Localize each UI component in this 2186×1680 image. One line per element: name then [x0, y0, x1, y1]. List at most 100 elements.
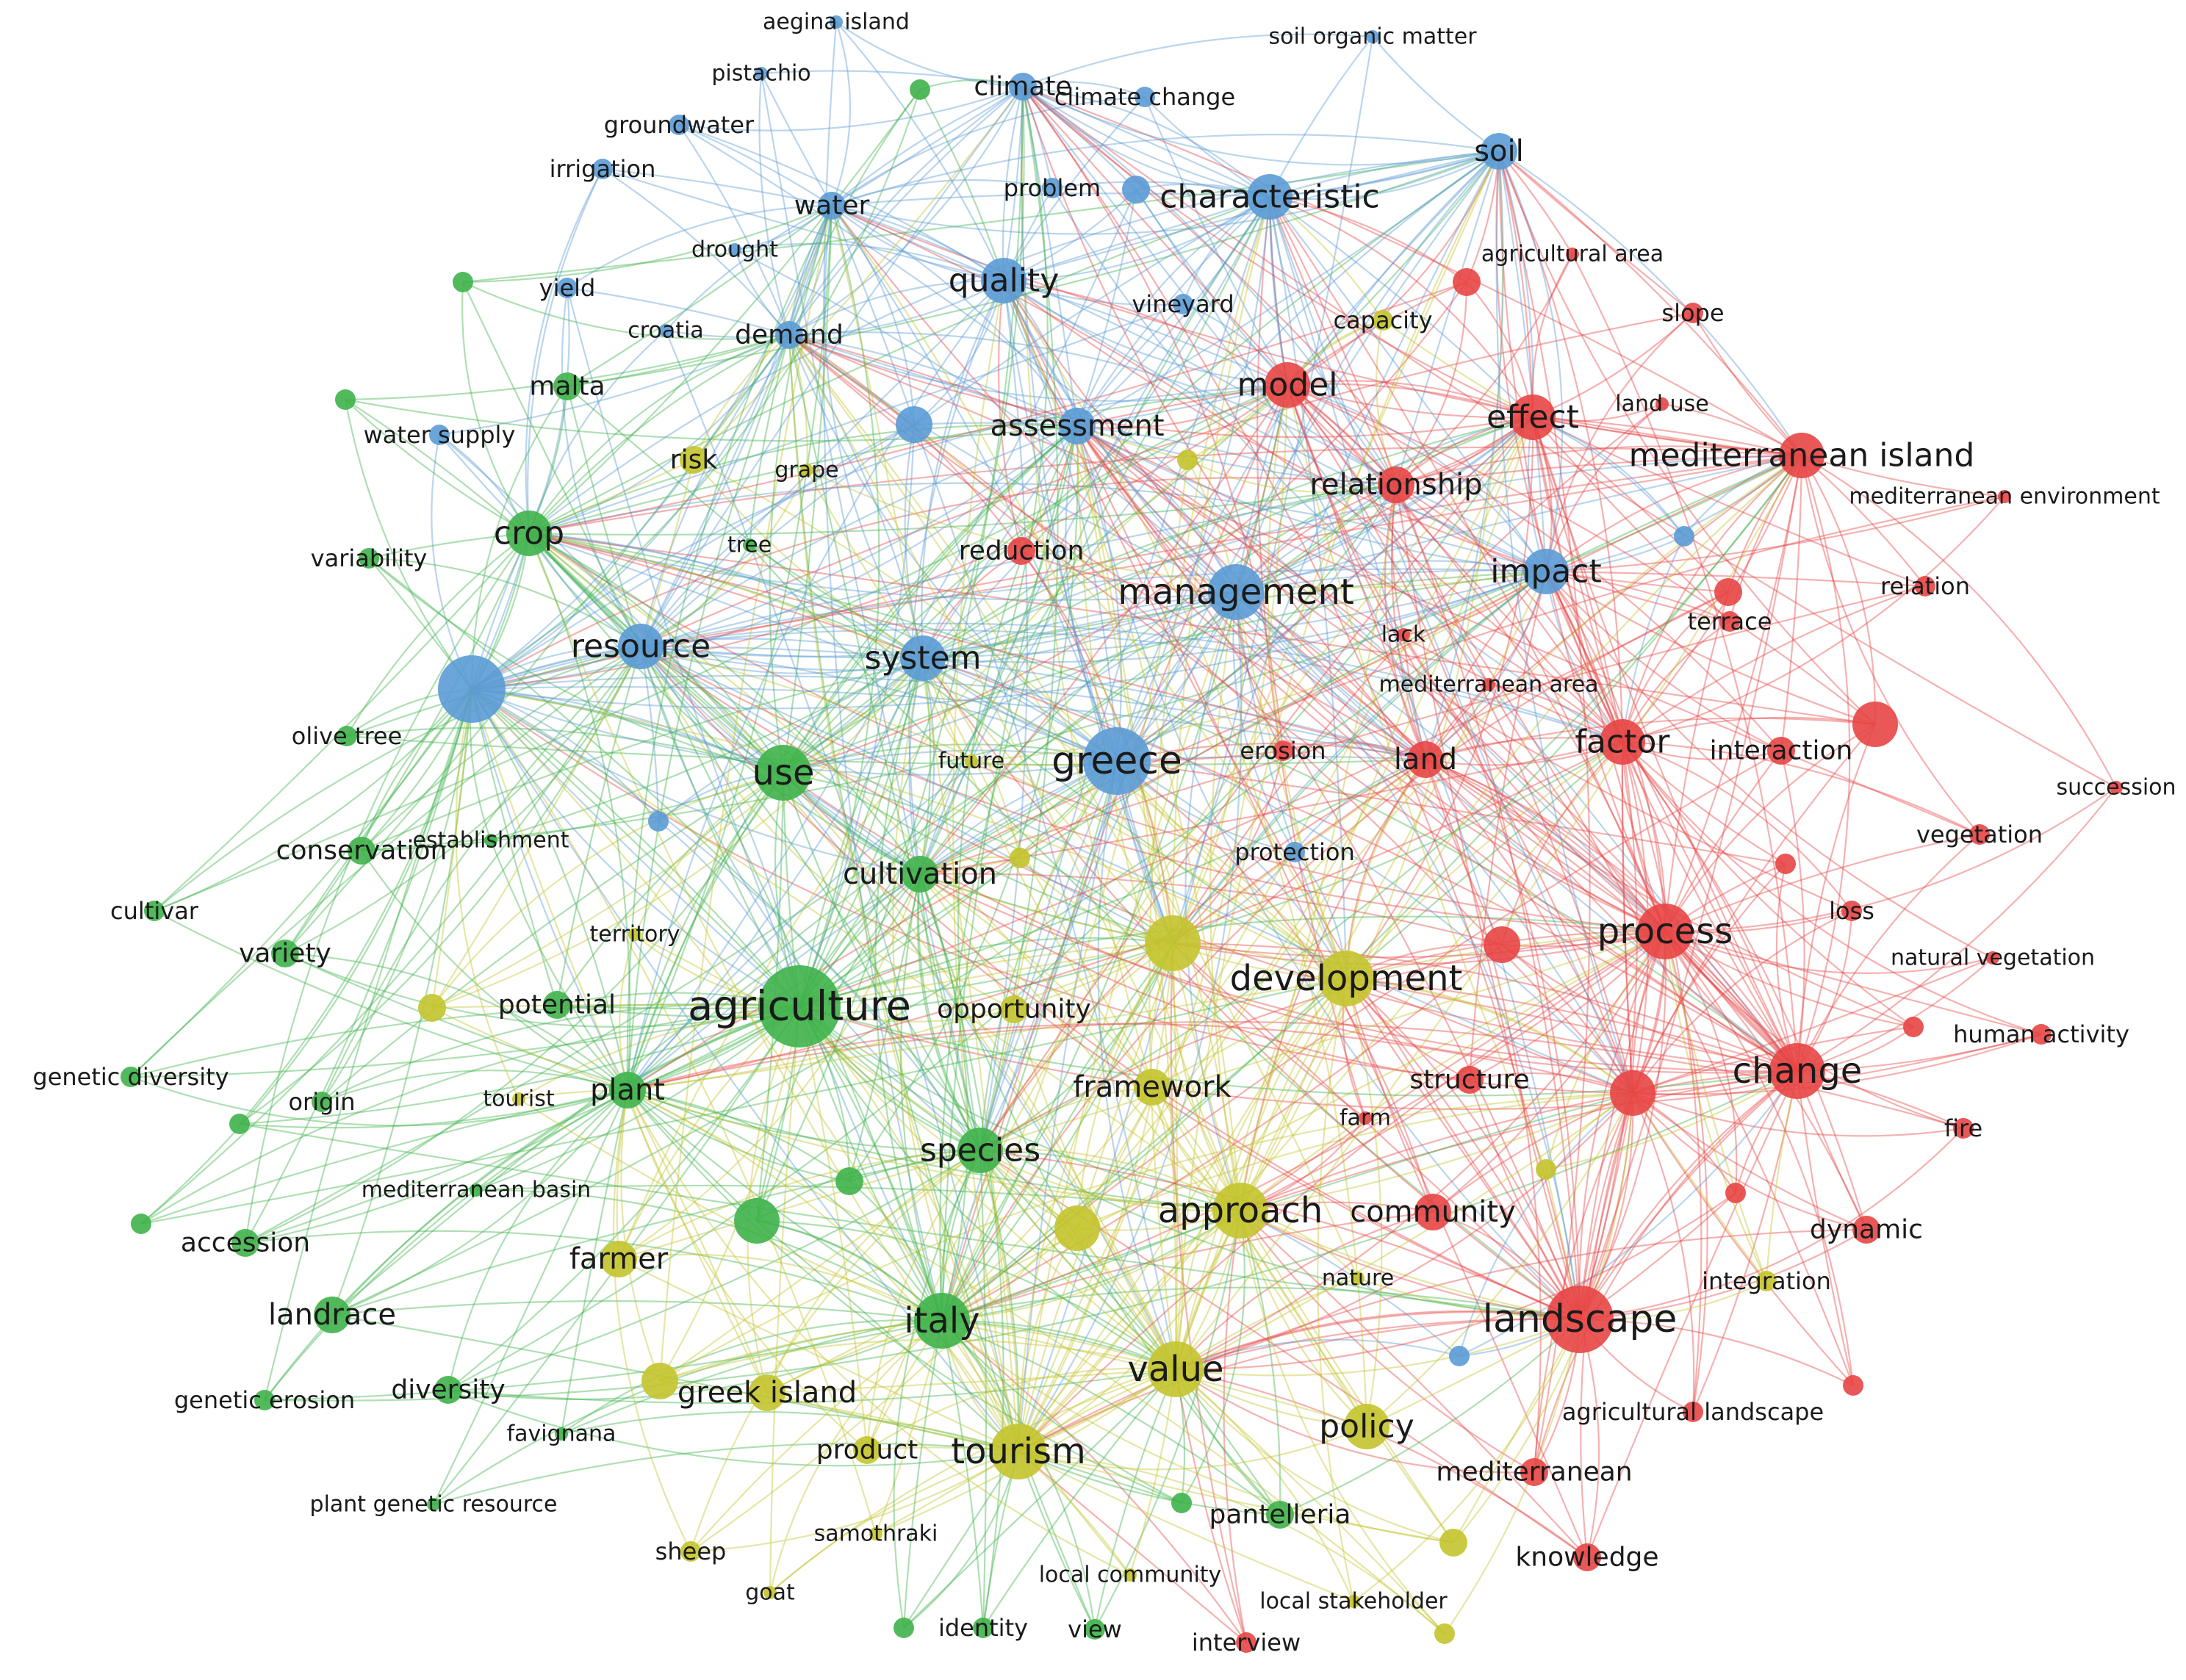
- node-u-r3[interactable]: [1484, 926, 1520, 963]
- node-crop[interactable]: [506, 511, 552, 556]
- node-model[interactable]: [1265, 362, 1310, 408]
- node-u-y4[interactable]: [418, 994, 446, 1022]
- node-mediterranean-environment[interactable]: [1998, 490, 2011, 503]
- node-u-y1[interactable]: [1145, 915, 1201, 971]
- node-greek-island[interactable]: [749, 1374, 785, 1411]
- node-erosion[interactable]: [1273, 740, 1293, 761]
- node-u-g5[interactable]: [131, 1214, 151, 1234]
- node-u-y9[interactable]: [1434, 1623, 1455, 1644]
- node-slope[interactable]: [1683, 303, 1703, 323]
- node-u-r1[interactable]: [1610, 1070, 1655, 1116]
- node-u-y7[interactable]: [1010, 848, 1030, 868]
- node-drought[interactable]: [728, 243, 741, 256]
- node-mediterranean-basin[interactable]: [470, 1183, 483, 1197]
- node-management[interactable]: [1208, 564, 1264, 620]
- node-vineyard[interactable]: [1173, 294, 1193, 314]
- node-olive-tree[interactable]: [337, 726, 357, 746]
- node-pantelleria[interactable]: [1266, 1501, 1294, 1529]
- node-human-activity[interactable]: [2031, 1024, 2052, 1045]
- node-system[interactable]: [900, 635, 946, 681]
- node-landrace[interactable]: [314, 1297, 350, 1333]
- node-tourism[interactable]: [990, 1424, 1046, 1479]
- node-u-g9[interactable]: [894, 1618, 914, 1638]
- node-u-b5[interactable]: [648, 811, 669, 832]
- node-malta[interactable]: [553, 372, 581, 400]
- node-variability[interactable]: [359, 548, 379, 569]
- node-local-stakeholder[interactable]: [1347, 1595, 1360, 1608]
- node-demand[interactable]: [775, 321, 803, 349]
- node-succession[interactable]: [2110, 781, 2123, 794]
- node-genetic-diversity[interactable]: [121, 1067, 141, 1087]
- node-problem[interactable]: [1042, 178, 1063, 198]
- node-samothraki[interactable]: [869, 1527, 882, 1540]
- node-u-g8[interactable]: [1171, 1493, 1192, 1513]
- node-mediterranean-island[interactable]: [1779, 433, 1824, 478]
- node-u-r2[interactable]: [1852, 702, 1898, 747]
- node-u-r4[interactable]: [1453, 268, 1481, 296]
- node-impact[interactable]: [1523, 549, 1569, 594]
- node-climate-change[interactable]: [1135, 87, 1155, 107]
- node-goat[interactable]: [763, 1586, 777, 1599]
- node-lack[interactable]: [1397, 628, 1410, 641]
- node-value[interactable]: [1148, 1341, 1204, 1397]
- node-mediterranean-area[interactable]: [1482, 678, 1495, 691]
- node-vegetation[interactable]: [1969, 824, 1990, 845]
- node-yield[interactable]: [557, 278, 578, 298]
- node-u-b3[interactable]: [1122, 176, 1150, 203]
- node-policy[interactable]: [1344, 1404, 1389, 1449]
- node-u-g1[interactable]: [910, 79, 930, 100]
- node-groundwater[interactable]: [669, 115, 689, 135]
- node-future[interactable]: [965, 754, 978, 768]
- node-nature[interactable]: [1351, 1272, 1365, 1285]
- node-resource[interactable]: [618, 624, 664, 669]
- node-interaction[interactable]: [1767, 737, 1795, 765]
- node-u-y6[interactable]: [1177, 450, 1198, 470]
- node-reduction[interactable]: [1007, 537, 1035, 565]
- node-species[interactable]: [957, 1128, 1003, 1173]
- node-mediterranean[interactable]: [1520, 1458, 1548, 1486]
- node-change[interactable]: [1769, 1043, 1825, 1099]
- node-community[interactable]: [1414, 1194, 1451, 1230]
- node-integration[interactable]: [1756, 1271, 1777, 1291]
- node-assessment[interactable]: [1059, 408, 1096, 444]
- node-u-b4[interactable]: [1674, 526, 1694, 547]
- node-greece[interactable]: [1083, 727, 1151, 795]
- node-farm[interactable]: [1359, 1111, 1372, 1125]
- node-italy[interactable]: [914, 1293, 970, 1349]
- node-risk[interactable]: [680, 446, 708, 474]
- node-u-b2[interactable]: [896, 406, 932, 443]
- node-plant-genetic-resource[interactable]: [427, 1498, 440, 1511]
- node-cultivar[interactable]: [144, 901, 165, 921]
- node-product[interactable]: [853, 1436, 881, 1464]
- node-genetic-erosion[interactable]: [254, 1390, 275, 1410]
- node-characteristic[interactable]: [1247, 174, 1292, 220]
- node-u-g3[interactable]: [335, 389, 356, 410]
- node-interview[interactable]: [1236, 1632, 1256, 1653]
- node-development[interactable]: [1318, 951, 1374, 1006]
- node-grape[interactable]: [800, 464, 813, 477]
- node-farmer[interactable]: [600, 1241, 637, 1277]
- node-factor[interactable]: [1600, 719, 1645, 765]
- node-u-y5[interactable]: [1439, 1529, 1467, 1557]
- node-opportunity[interactable]: [1000, 995, 1028, 1023]
- node-potential[interactable]: [543, 991, 571, 1019]
- node-u-b6[interactable]: [1449, 1346, 1470, 1366]
- node-conservation[interactable]: [348, 837, 375, 865]
- node-u-y3[interactable]: [641, 1363, 678, 1399]
- node-agricultural-area[interactable]: [1566, 248, 1579, 261]
- node-u-b1[interactable]: [438, 655, 506, 723]
- node-terrace[interactable]: [1719, 611, 1740, 632]
- node-diversity[interactable]: [434, 1376, 462, 1404]
- node-pistachio[interactable]: [755, 67, 768, 80]
- node-loss[interactable]: [1841, 901, 1862, 921]
- node-process[interactable]: [1637, 904, 1693, 959]
- node-agricultural-landscape[interactable]: [1683, 1402, 1703, 1422]
- node-use[interactable]: [755, 745, 811, 801]
- node-irrigation[interactable]: [592, 159, 613, 179]
- node-croatia[interactable]: [659, 324, 672, 337]
- node-relationship[interactable]: [1378, 466, 1414, 503]
- node-quality[interactable]: [981, 258, 1027, 303]
- node-approach[interactable]: [1212, 1183, 1268, 1239]
- node-u-r7[interactable]: [1725, 1183, 1746, 1203]
- node-natural-vegetation[interactable]: [1986, 951, 1999, 965]
